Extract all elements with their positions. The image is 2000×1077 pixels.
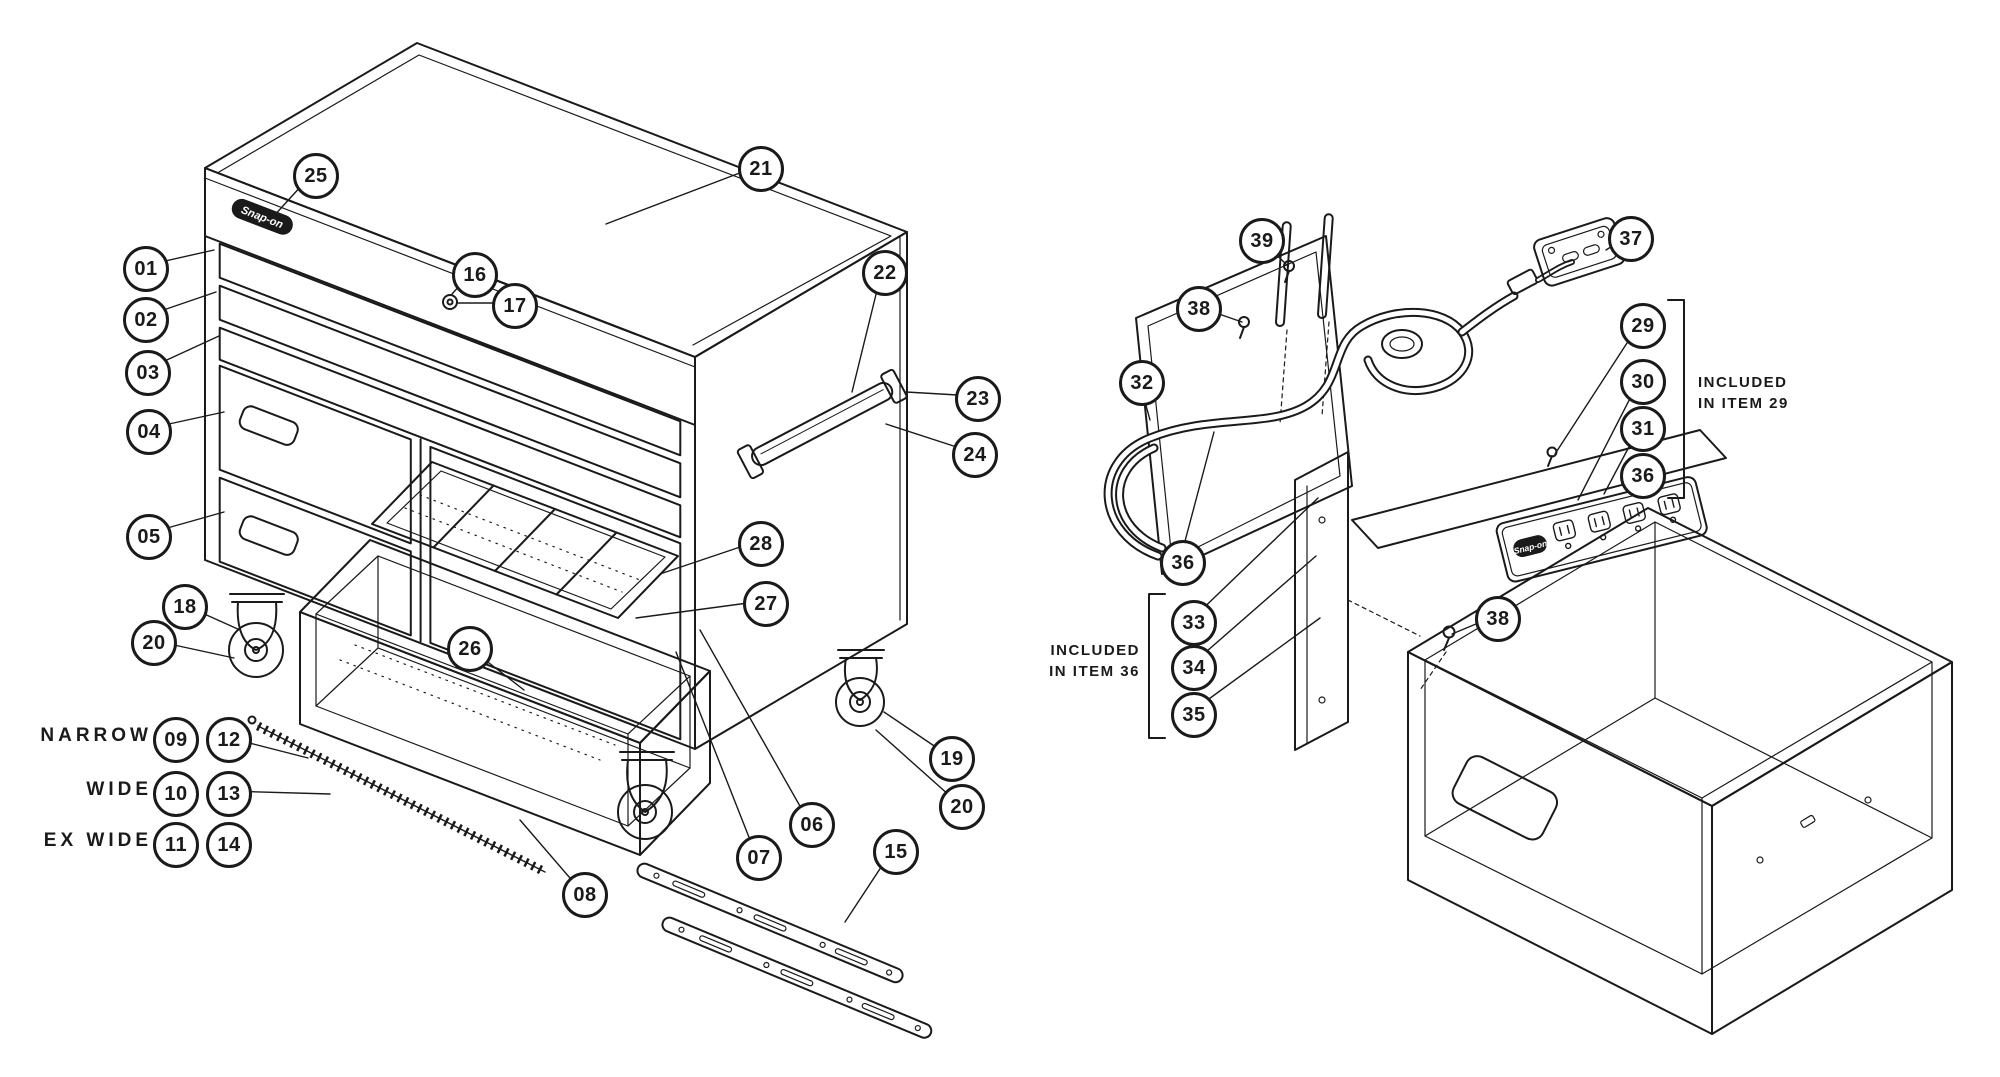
- size-label-ex-wide: EX WIDE: [43, 830, 152, 851]
- callout-24: 24: [952, 432, 998, 478]
- pulled-drawer: [299, 539, 711, 856]
- caster-rear-right: [835, 649, 885, 727]
- screw-29-mount: [1546, 446, 1558, 467]
- callout-03: 03: [125, 350, 171, 396]
- callout-08: 08: [562, 872, 608, 918]
- callout-27: 27: [743, 581, 789, 627]
- power-drawer-assembly: Snap-on: [1103, 213, 1953, 1035]
- sliding-tray: [371, 461, 679, 619]
- callout-15: 15: [873, 829, 919, 875]
- mounting-rail: [1351, 429, 1727, 549]
- drawer-opening: [429, 445, 682, 741]
- callout-20: 20: [939, 784, 985, 830]
- callout-39: 39: [1239, 218, 1285, 264]
- included-in-item-36-bracket: [1148, 593, 1166, 739]
- callout-09: 09: [153, 717, 199, 763]
- callout-21: 21: [738, 146, 784, 192]
- roll-cab: Snap-on: [204, 42, 933, 1039]
- callout-33: 33: [1171, 600, 1217, 646]
- slide-rail-a: [636, 862, 904, 984]
- size-label-narrow: NARROW: [40, 725, 152, 746]
- callout-18: 18: [162, 584, 208, 630]
- callout-37: 37: [1608, 216, 1654, 262]
- included-in-item-29-line1: INCLUDED: [1698, 374, 1788, 391]
- included-in-item-29-bracket: [1667, 299, 1685, 499]
- power-strip: Snap-on: [1495, 476, 1708, 583]
- hose-assembly: [1103, 259, 1575, 561]
- callout-04: 04: [126, 409, 172, 455]
- top-drawers: [218, 242, 682, 539]
- callout-13: 13: [206, 771, 252, 817]
- tall-drawers: [218, 364, 422, 643]
- caster-front-left: [228, 593, 285, 678]
- callout-35: 35: [1171, 692, 1217, 738]
- callout-30: 30: [1620, 359, 1666, 405]
- divider-strip: [247, 715, 548, 877]
- callout-28: 28: [738, 521, 784, 567]
- riser-panel: [1294, 451, 1421, 751]
- standoff-tubes: [1275, 213, 1334, 425]
- screw-38-top: [1238, 316, 1250, 339]
- callout-36: 36: [1160, 540, 1206, 586]
- included-in-item-36-line1: INCLUDED: [1050, 642, 1140, 659]
- callout-32: 32: [1119, 360, 1165, 406]
- cabinet-body: [204, 42, 908, 750]
- included-in-item-36-line2: IN ITEM 36: [1049, 663, 1140, 680]
- callout-38: 38: [1475, 596, 1521, 642]
- callout-02: 02: [123, 297, 169, 343]
- callout-16: 16: [452, 252, 498, 298]
- size-label-wide: WIDE: [86, 779, 152, 800]
- lock-cylinder: [442, 294, 458, 310]
- brand-badge-power-strip: [1513, 535, 1547, 558]
- included-in-item-29-label: INCLUDED IN ITEM 29: [1698, 372, 1789, 414]
- included-in-item-36-label: INCLUDED IN ITEM 36: [1049, 640, 1140, 682]
- callout-26: 26: [447, 626, 493, 672]
- side-handle: [736, 369, 908, 480]
- callout-23: 23: [955, 376, 1001, 422]
- callout-20: 20: [131, 620, 177, 666]
- callout-38: 38: [1176, 286, 1222, 332]
- callout-31: 31: [1620, 406, 1666, 452]
- callout-11: 11: [153, 822, 199, 868]
- callout-12: 12: [206, 717, 252, 763]
- callout-19: 19: [929, 736, 975, 782]
- caster-front-right: [617, 751, 675, 840]
- callout-36: 36: [1620, 453, 1666, 499]
- callout-06: 06: [789, 802, 835, 848]
- callout-05: 05: [126, 514, 172, 560]
- callout-01: 01: [123, 246, 169, 292]
- included-in-item-29-line2: IN ITEM 29: [1698, 395, 1789, 412]
- callout-25: 25: [293, 153, 339, 199]
- callout-07: 07: [736, 835, 782, 881]
- callout-22: 22: [862, 250, 908, 296]
- callout-14: 14: [206, 822, 252, 868]
- exploded-drawer: [1407, 507, 1953, 1035]
- callout-29: 29: [1620, 303, 1666, 349]
- screw-39: [1283, 260, 1295, 283]
- callout-17: 17: [492, 283, 538, 329]
- callout-34: 34: [1171, 645, 1217, 691]
- slide-rail-b: [661, 916, 933, 1039]
- callout-10: 10: [153, 771, 199, 817]
